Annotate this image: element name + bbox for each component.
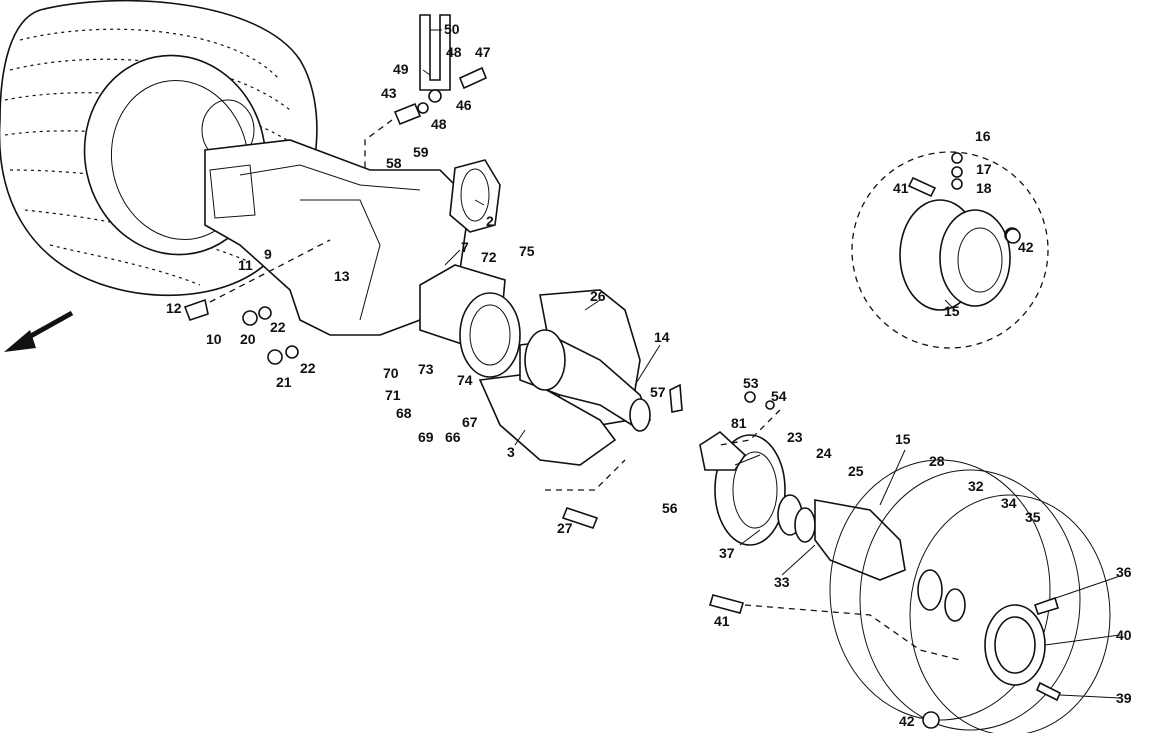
callout-23: 23	[787, 429, 803, 445]
callout-73: 73	[418, 361, 434, 377]
left-tyre	[0, 0, 318, 297]
callout-10: 10	[206, 331, 222, 347]
callout-32: 32	[968, 478, 984, 494]
callout-13: 13	[334, 268, 350, 284]
callout-59: 59	[413, 144, 429, 160]
callout-74: 74	[457, 372, 473, 388]
callout-58: 58	[386, 155, 402, 171]
callout-24: 24	[816, 445, 832, 461]
callout-33: 33	[774, 574, 790, 590]
callout-20: 20	[240, 331, 256, 347]
axle-housing	[204, 139, 506, 346]
callout-72: 72	[481, 249, 497, 265]
front-hub-assembly	[699, 430, 966, 622]
fasteners	[183, 14, 1062, 729]
callout-15-exploded: 15	[895, 431, 911, 447]
callout-53: 53	[743, 375, 759, 391]
callout-22-bottom: 22	[300, 360, 316, 376]
callout-9: 9	[264, 246, 272, 262]
callout-43: 43	[381, 85, 397, 101]
callout-39: 39	[1116, 690, 1132, 706]
callout-49: 49	[393, 61, 409, 77]
callout-68: 68	[396, 405, 412, 421]
brake-spindle-assembly	[459, 289, 651, 466]
callout-48-bottom: 48	[431, 116, 447, 132]
callout-7: 7	[461, 239, 469, 255]
callout-18: 18	[976, 180, 992, 196]
callout-40: 40	[1116, 627, 1132, 643]
callout-42-detail: 42	[1018, 239, 1034, 255]
callout-22-top: 22	[270, 319, 286, 335]
callout-17: 17	[976, 161, 992, 177]
callout-75: 75	[519, 243, 535, 259]
callout-25: 25	[848, 463, 864, 479]
detail-circle-hub	[851, 151, 1049, 349]
callout-26: 26	[590, 288, 606, 304]
callout-37: 37	[719, 545, 735, 561]
callout-57: 57	[650, 384, 666, 400]
callout-2: 2	[486, 213, 494, 229]
callout-28: 28	[929, 453, 945, 469]
callout-47: 47	[475, 44, 491, 60]
callout-66: 66	[445, 429, 461, 445]
callout-81: 81	[731, 415, 747, 431]
callout-48-top: 48	[446, 44, 462, 60]
callout-36: 36	[1116, 564, 1132, 580]
callout-71: 71	[385, 387, 401, 403]
callout-70: 70	[383, 365, 399, 381]
callout-41-detail: 41	[893, 180, 909, 196]
callout-41-bottom: 41	[714, 613, 730, 629]
callout-34: 34	[1001, 495, 1017, 511]
callout-14: 14	[654, 329, 670, 345]
callout-67: 67	[462, 414, 478, 430]
callout-56: 56	[662, 500, 678, 516]
callout-69: 69	[418, 429, 434, 445]
assembly-guide-lines	[209, 119, 961, 661]
callout-21: 21	[276, 374, 292, 390]
callout-3: 3	[507, 444, 515, 460]
callout-50: 50	[444, 21, 460, 37]
callout-12: 12	[166, 300, 182, 316]
leader-lines	[422, 29, 1121, 699]
right-dual-wheels	[829, 459, 1111, 736]
callout-11: 11	[238, 257, 253, 273]
callout-46: 46	[456, 97, 472, 113]
callout-15-detail: 15	[944, 303, 960, 319]
callout-54: 54	[771, 388, 787, 404]
callout-27: 27	[557, 520, 573, 536]
callout-16: 16	[975, 128, 991, 144]
callout-42-bottom: 42	[899, 713, 915, 729]
arrow-left-down-icon	[4, 310, 74, 352]
callout-35: 35	[1025, 509, 1041, 525]
callout-labels: 50 48 47 49 43 46 48 59 58 2 7 9 72 75 1…	[166, 21, 1132, 729]
